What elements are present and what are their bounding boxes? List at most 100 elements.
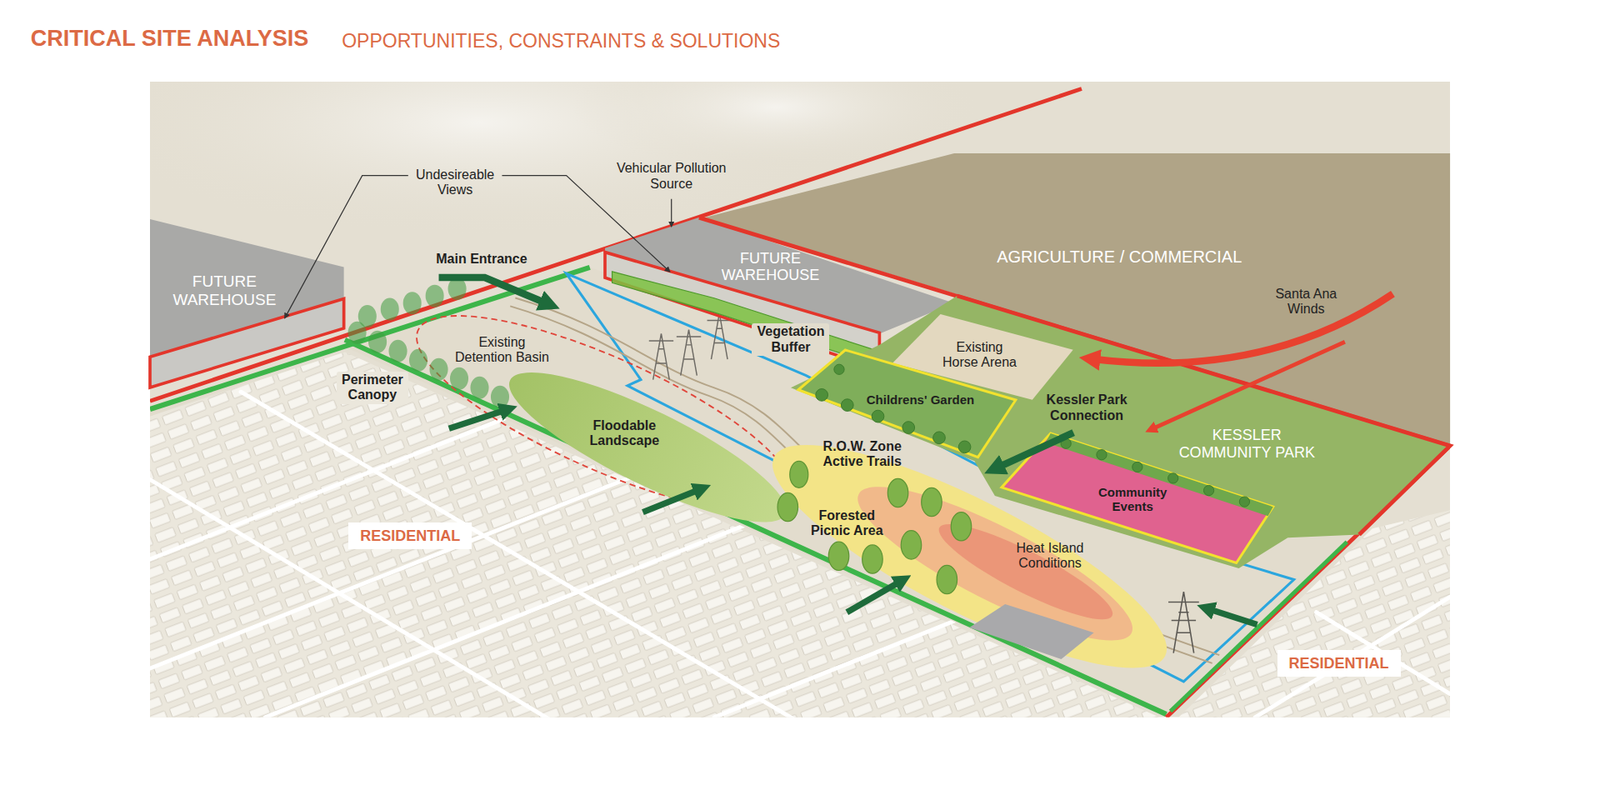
transmission-tower-part [676, 330, 701, 376]
garden-plot-shape-part-part [871, 410, 885, 423]
basin-outline: Existing Detention BasinFloodable Landsc… [416, 315, 793, 511]
street-lines-part [150, 416, 510, 560]
access-arrow-part [846, 581, 900, 613]
parking-lot [969, 604, 1094, 660]
callout-label: Santa Ana Winds [1273, 286, 1340, 318]
event-lawn-shape-part-part [1240, 496, 1250, 507]
picnic-trees-part [862, 545, 883, 574]
picnic-trees-part [950, 512, 971, 541]
event-lawn-shape-part [1045, 433, 1274, 516]
perimeter-canopy-part [380, 298, 400, 321]
callout-label: Forested Picnic Area [808, 508, 885, 540]
event-lawn-shape-part-part [1096, 450, 1107, 460]
garden-plot-shape-part-part [901, 421, 915, 435]
node-label: RESIDENTIAL [1289, 655, 1390, 673]
subtitle: OPPORTUNITIES, CONSTRAINTS & SOLUTIONS [341, 30, 780, 52]
heat-zone-shape-part [841, 460, 1148, 665]
event-lawn-shape-part-part [1168, 473, 1179, 484]
access-arrow-part [998, 432, 1075, 468]
access-arrow-part [1209, 609, 1258, 625]
node-label: Community Events [1096, 485, 1170, 515]
picnic-trees-part [828, 541, 849, 570]
transmission-tower-part [649, 333, 674, 380]
perimeter-canopy-part [403, 291, 422, 315]
heat-zone-shape-part [930, 509, 1122, 634]
garden-plot-shape-part-part [958, 440, 971, 454]
garden-plot-shape-part-part [815, 389, 828, 402]
wind-arrow-part [1153, 341, 1345, 429]
basin-outline-shape-part [395, 279, 814, 548]
land-use-region-shape-part [704, 153, 1450, 445]
flood-zone: Floodable Landscape [509, 372, 786, 522]
perimeter-canopy-part [368, 330, 387, 354]
perimeter-canopy-part [448, 277, 467, 300]
event-lawn-shape-part-part [1132, 462, 1143, 473]
node-label: Existing Detention Basin [453, 335, 551, 366]
perimeter-canopy-part [348, 321, 367, 345]
picnic-trees-part [900, 530, 921, 560]
access-arrow-part [439, 277, 547, 304]
heat-zone-shape-part [748, 406, 1190, 706]
garden-plot-shape-part-part [840, 399, 854, 412]
site-ground-part [571, 81, 980, 169]
zone-tag: RESIDENTIAL [348, 522, 472, 550]
perimeter-canopy-part [409, 349, 428, 372]
picnic-trees-part [936, 565, 957, 594]
perimeter-canopy-part [425, 285, 445, 308]
picnic-trees-part [887, 478, 908, 507]
wind-arrow-part [1094, 294, 1394, 364]
callout-label: Main Entrance [435, 251, 527, 267]
site-ground-part [1170, 541, 1347, 711]
callout-label: Perimeter Canopy [336, 371, 409, 405]
street-lines-part [150, 480, 551, 718]
callout-label: Vehicular Pollution Source [615, 160, 729, 192]
event-lawn-shape-part-part [1060, 439, 1071, 450]
node-label: AGRICULTURE / COMMERCIAL [996, 247, 1242, 267]
garden-plot-shape-part-part [833, 364, 844, 375]
wind-arrow [1094, 294, 1394, 430]
perimeter-canopy-part [430, 358, 449, 381]
warehouse-block-shape-part [150, 299, 345, 389]
street-lines-part [265, 523, 749, 718]
access-arrow [439, 277, 1258, 625]
node-label: Childrens' Garden [866, 392, 975, 407]
access-arrow-part [449, 410, 505, 429]
transmission-tower-part [1168, 591, 1200, 653]
title: CRITICAL SITE ANALYSIS [30, 25, 310, 52]
perimeter-canopy-part [389, 340, 408, 363]
perimeter-canopy-part [490, 385, 510, 409]
picnic-trees-part [921, 487, 942, 516]
leader-line [285, 175, 672, 317]
heat-zone: Heat Island Conditions [772, 445, 1167, 668]
event-lawn-shape-part-part [1204, 485, 1215, 496]
callout-label: Kessler Park Connection [1045, 392, 1130, 424]
flood-zone-shape-part [494, 346, 802, 547]
zone-tag: RESIDENTIAL [1277, 650, 1401, 678]
street-lines-part [714, 619, 959, 718]
leader-line-part [670, 199, 672, 225]
leader-line-part [285, 175, 409, 317]
callout-label: R.O.W. Zone Active Trails [820, 439, 904, 470]
picnic-trees [777, 460, 972, 594]
transmission-tower [1168, 591, 1200, 653]
perimeter-canopy-part [450, 367, 469, 390]
picnic-trees-part [777, 492, 798, 521]
warehouse-block: FUTURE WAREHOUSE [150, 219, 345, 386]
node-label: Heat Island Conditions [1014, 540, 1085, 572]
street-lines-part [1255, 596, 1450, 717]
warehouse-block-shape-part [612, 271, 876, 364]
transmission-tower [649, 313, 732, 380]
access-arrow-part [642, 490, 699, 513]
node-label: RESIDENTIAL [360, 527, 460, 545]
garden-plot-shape-part-part [932, 431, 945, 445]
node-label: FUTURE WAREHOUSE [170, 272, 278, 310]
picnic-trees-part [790, 460, 809, 488]
node-label: Existing Horse Arena [940, 340, 1019, 371]
street-lines-part [150, 474, 638, 669]
perimeter-canopy-part [470, 376, 489, 400]
heat-zone-shape [772, 445, 1167, 668]
